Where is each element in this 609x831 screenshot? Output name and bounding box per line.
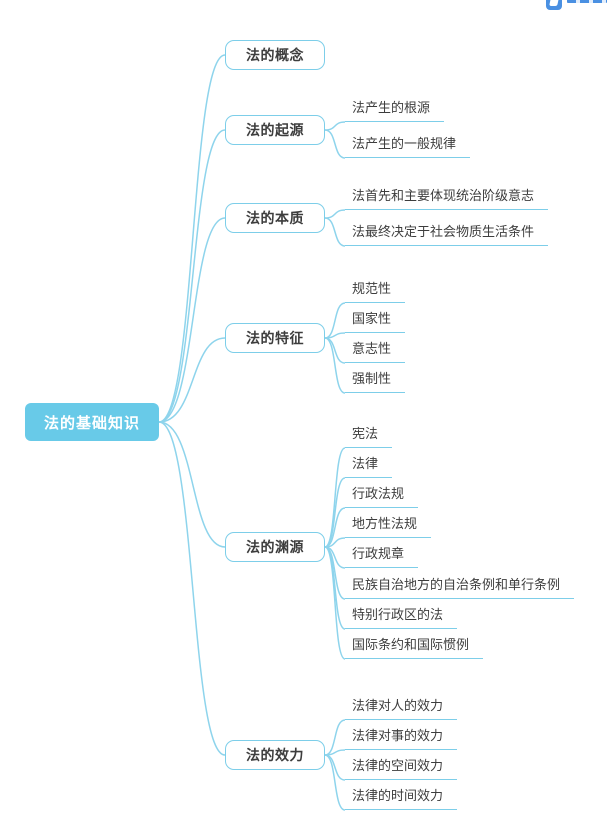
connector-line bbox=[324, 217, 346, 247]
leaf-node[interactable]: 法律的空间效力 bbox=[345, 758, 458, 780]
leaf-node[interactable]: 法首先和主要体现统治阶级意志 bbox=[345, 188, 549, 210]
leaf-node[interactable]: 法产生的根源 bbox=[345, 100, 445, 122]
branch-essence[interactable]: 法的本质 bbox=[225, 203, 325, 233]
leaf-node[interactable]: 国家性 bbox=[345, 311, 406, 333]
leaf-node[interactable]: 法产生的一般规律 bbox=[345, 136, 471, 158]
leaf-node[interactable]: 国际条约和国际惯例 bbox=[345, 637, 484, 659]
connector-line bbox=[158, 421, 226, 756]
brand-text-fragment bbox=[567, 0, 607, 3]
connector-line bbox=[324, 754, 346, 781]
branch-effect[interactable]: 法的效力 bbox=[225, 740, 325, 770]
leaf-node[interactable]: 法律的时间效力 bbox=[345, 788, 458, 810]
leaf-node[interactable]: 法律对人的效力 bbox=[345, 698, 458, 720]
leaf-node[interactable]: 强制性 bbox=[345, 371, 406, 393]
connector-line bbox=[324, 447, 346, 548]
leaf-node[interactable]: 法最终决定于社会物质生活条件 bbox=[345, 224, 549, 246]
connector-line bbox=[158, 421, 226, 548]
connector-line bbox=[324, 332, 346, 339]
connector-line bbox=[324, 507, 346, 548]
leaf-node[interactable]: 意志性 bbox=[345, 341, 406, 363]
connector-line bbox=[324, 749, 346, 756]
branch-sources[interactable]: 法的渊源 bbox=[225, 532, 325, 562]
leaf-node[interactable]: 法律对事的效力 bbox=[345, 728, 458, 750]
leaf-node[interactable]: 民族自治地方的自治条例和单行条例 bbox=[345, 577, 575, 599]
leaf-node[interactable]: 法律 bbox=[345, 456, 393, 478]
connector-line bbox=[324, 337, 346, 364]
leaf-node[interactable]: 特别行政区的法 bbox=[345, 607, 458, 629]
leaf-node[interactable]: 规范性 bbox=[345, 281, 406, 303]
connector-line bbox=[158, 217, 226, 423]
connector-line bbox=[158, 129, 226, 423]
connector-line bbox=[324, 719, 346, 756]
root-node[interactable]: 法的基础知识 bbox=[25, 403, 159, 441]
leaf-node[interactable]: 行政规章 bbox=[345, 546, 419, 568]
leaf-node[interactable]: 宪法 bbox=[345, 426, 393, 448]
connector-line bbox=[324, 546, 346, 660]
connector-line bbox=[158, 337, 226, 423]
connector-line bbox=[324, 302, 346, 339]
connector-line bbox=[324, 754, 346, 811]
branch-concept[interactable]: 法的概念 bbox=[225, 40, 325, 70]
connector-line bbox=[158, 54, 226, 423]
connector-line bbox=[324, 477, 346, 548]
leaf-node[interactable]: 行政法规 bbox=[345, 486, 419, 508]
branch-origin[interactable]: 法的起源 bbox=[225, 115, 325, 145]
branch-features[interactable]: 法的特征 bbox=[225, 323, 325, 353]
connector-line bbox=[324, 337, 346, 394]
brand-logo bbox=[546, 0, 607, 10]
brand-logo-icon bbox=[546, 0, 562, 10]
connector-line bbox=[324, 121, 346, 131]
connector-line bbox=[324, 129, 346, 159]
connector-line bbox=[324, 209, 346, 219]
leaf-node[interactable]: 地方性法规 bbox=[345, 516, 432, 538]
